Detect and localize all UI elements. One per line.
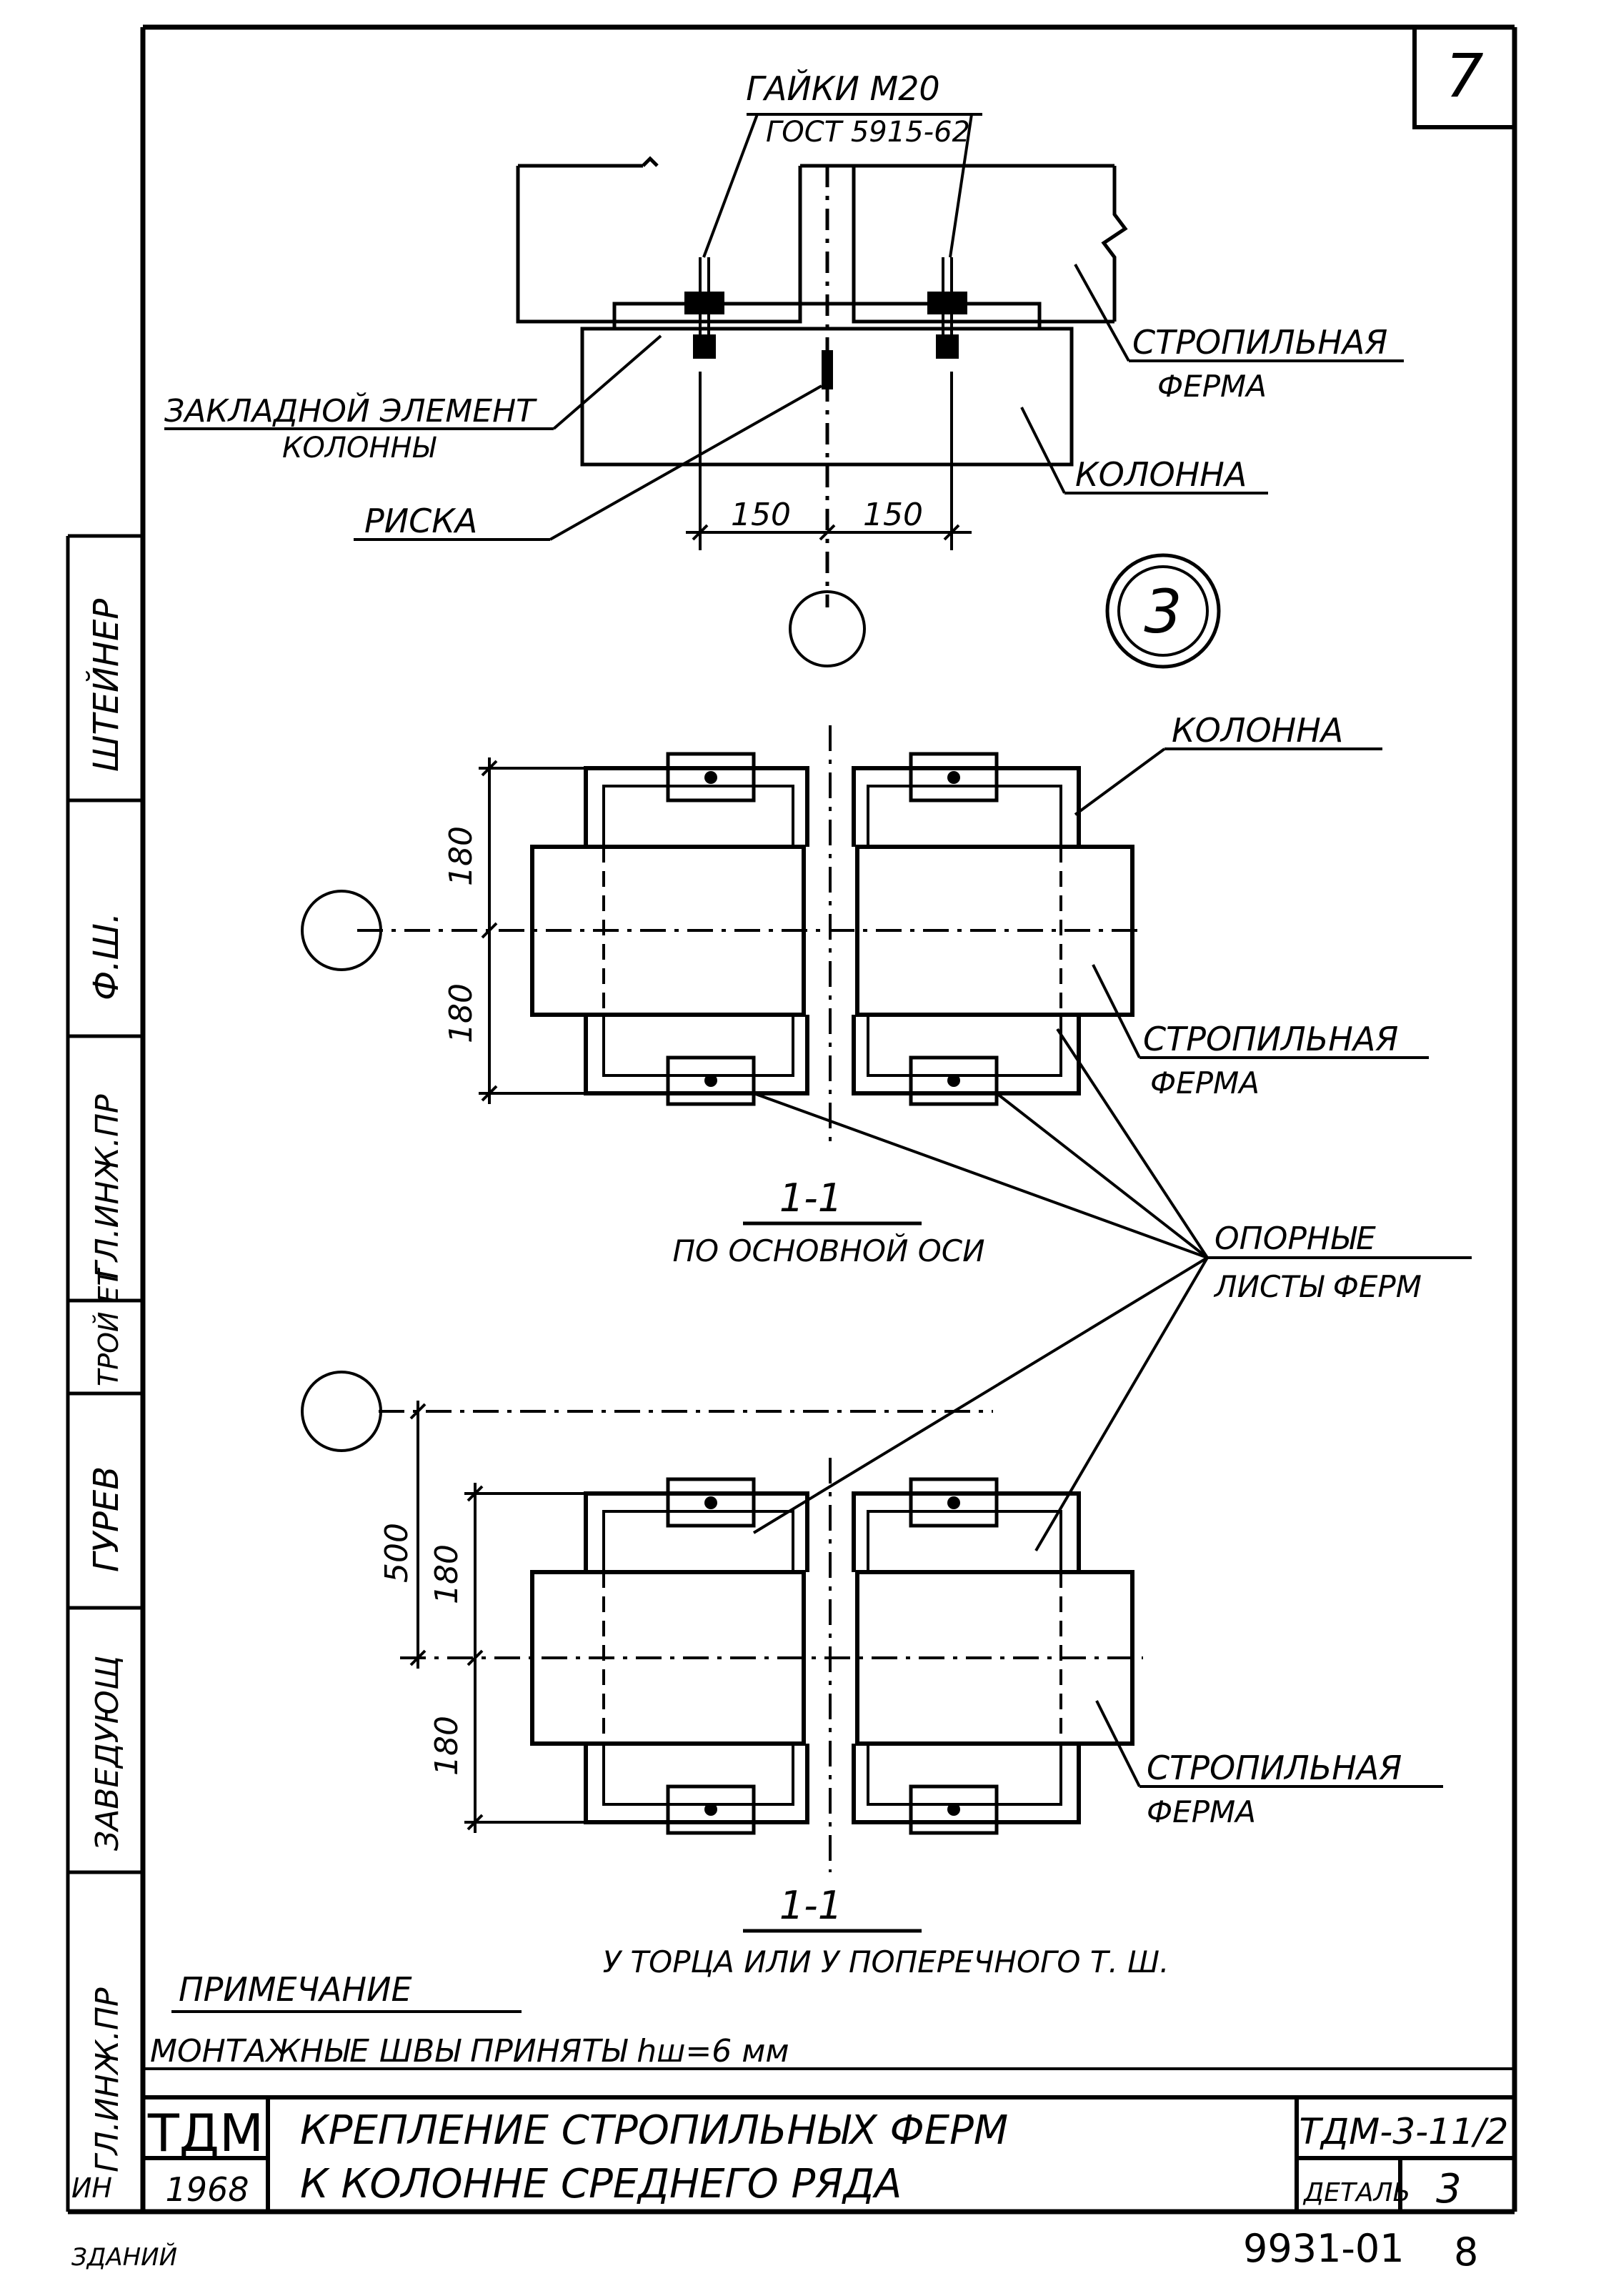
side-stamp-cell-1: ШТЕЙНЕР — [86, 599, 126, 772]
title-block: ТДМ 1968 КРЕПЛЕНИЕ СТРОПИЛЬНЫХ ФЕРМ К КО… — [143, 2095, 1515, 2275]
side-stamp-cell-5: ГУРЕВ — [86, 1466, 126, 1572]
upper-caption: ПО ОСНОВНОЙ ОСИ — [672, 1233, 984, 1268]
anchor-bolt-right — [927, 257, 967, 359]
lower-section-mark: 1-1 — [779, 1883, 842, 1928]
lower-truss-label-line1: СТРОПИЛЬНАЯ — [1147, 1749, 1402, 1787]
doc-code: ТДМ-3-11/2 — [1300, 2111, 1509, 2152]
upper-truss-label-line2: ФЕРМА — [1150, 1065, 1260, 1100]
sheet-number-box: 7 — [1412, 27, 1515, 129]
side-stamp-cell-8: ИН — [71, 2172, 112, 2204]
upper-column-label: КОЛОННА — [1172, 711, 1343, 750]
anchor-bolt-left — [684, 257, 724, 359]
nuts-label-line1: ГАЙКИ М20 — [746, 69, 939, 108]
side-stamp-cell-2: Ф.Ш. — [86, 913, 126, 1000]
side-stamp-cell-6: ЗАВЕДУЮЩ — [89, 1656, 126, 1851]
side-stamp-cell-4: ТРОЙ ЕТ — [93, 1267, 124, 1386]
axis-bubble-lower — [301, 1371, 382, 1452]
axis-bubble-upper — [301, 890, 382, 971]
side-stamp: ШТЕЙНЕР Ф.Ш. ГЛ.ИНЖ.ПР ТРОЙ ЕТ ГУРЕВ ЗАВ… — [66, 534, 177, 2272]
lower-truss-label-line2: ФЕРМА — [1147, 1794, 1256, 1829]
side-stamp-cell-3: ГЛ.ИНЖ.ПР — [89, 1094, 126, 1279]
lower-caption: У ТОРЦА ИЛИ У ПОПЕРЕЧНОГО Т. Ш. — [603, 1944, 1169, 1979]
dim-right-150: 150 — [863, 497, 923, 533]
mark-label: РИСКА — [364, 502, 477, 540]
dim-left-150: 150 — [731, 497, 791, 533]
bearing-plates-label-line2: ЛИСТЫ ФЕРМ — [1213, 1269, 1422, 1304]
org-logo: ТДМ — [147, 2103, 264, 2163]
top-truss-label-line1: СТРОПИЛЬНАЯ — [1132, 323, 1387, 362]
detail-mark: 3 — [1105, 553, 1221, 669]
detail-word: ДЕТАЛЬ — [1302, 2178, 1410, 2207]
archive-number: 9931-01 — [1243, 2226, 1405, 2271]
note-block: ПРИМЕЧАНИЕ МОНТАЖНЫЕ ШВЫ ПРИНЯТЫ hш=6 мм — [143, 1970, 1515, 2070]
embedded-label-line2: КОЛОННЫ — [282, 432, 437, 464]
page-number: 8 — [1454, 2230, 1478, 2275]
detail-number: 3 — [1436, 2166, 1462, 2212]
top-column-label: КОЛОННА — [1075, 455, 1247, 494]
plan-lower: 500 180 180 СТРОПИЛЬНАЯ ФЕРМА 1-1 У ТОРЦ… — [301, 1371, 1443, 1979]
nuts-label-line2: ГОСТ 5915-62 — [766, 116, 970, 149]
drawing-title-line1: КРЕПЛЕНИЕ СТРОПИЛЬНЫХ ФЕРМ — [300, 2107, 1008, 2154]
plan-upper: 180 180 КОЛОННА СТРОПИЛЬНАЯ ФЕРМА 1-1 ПО… — [301, 711, 1429, 1268]
lower-dim-top: 180 — [429, 1544, 465, 1604]
upper-truss-label-line1: СТРОПИЛЬНАЯ — [1143, 1020, 1398, 1058]
note-text: МОНТАЖНЫЕ ШВЫ ПРИНЯТЫ hш=6 мм — [150, 2033, 789, 2069]
side-stamp-cell-7: ГЛ.ИНЖ.ПР — [89, 1987, 126, 2172]
embedded-label-line1: ЗАКЛАДНОЙ ЭЛЕМЕНТ — [164, 392, 537, 429]
title-year: 1968 — [165, 2170, 249, 2209]
sheet-number: 7 — [1445, 41, 1483, 111]
upper-section-mark: 1-1 — [779, 1176, 842, 1221]
center-mark — [822, 350, 833, 389]
side-stamp-cell-9: ЗДАНИЙ — [71, 2242, 177, 2272]
bearing-plates-label-line1: ОПОРНЫЕ — [1215, 1221, 1376, 1257]
upper-dim-bottom: 180 — [443, 983, 479, 1043]
axis-bubble-top — [789, 590, 866, 667]
elevation-view: ГАЙКИ М20 ГОСТ 5915-62 СТРОПИЛЬНАЯ ФЕРМА… — [164, 69, 1404, 667]
sheet-frame — [68, 24, 1517, 2215]
lower-dim-bottom: 180 — [429, 1716, 465, 1776]
detail-mark-number: 3 — [1144, 577, 1182, 647]
top-truss-label-line2: ФЕРМА — [1157, 369, 1267, 404]
lower-dim-500: 500 — [379, 1523, 415, 1583]
drawing-title-line2: К КОЛОННЕ СРЕДНЕГО РЯДА — [300, 2161, 902, 2207]
note-title: ПРИМЕЧАНИЕ — [179, 1970, 412, 2009]
bearing-plates-callout: ОПОРНЫЕ ЛИСТЫ ФЕРМ — [752, 1028, 1472, 1552]
upper-dim-top: 180 — [443, 826, 479, 886]
